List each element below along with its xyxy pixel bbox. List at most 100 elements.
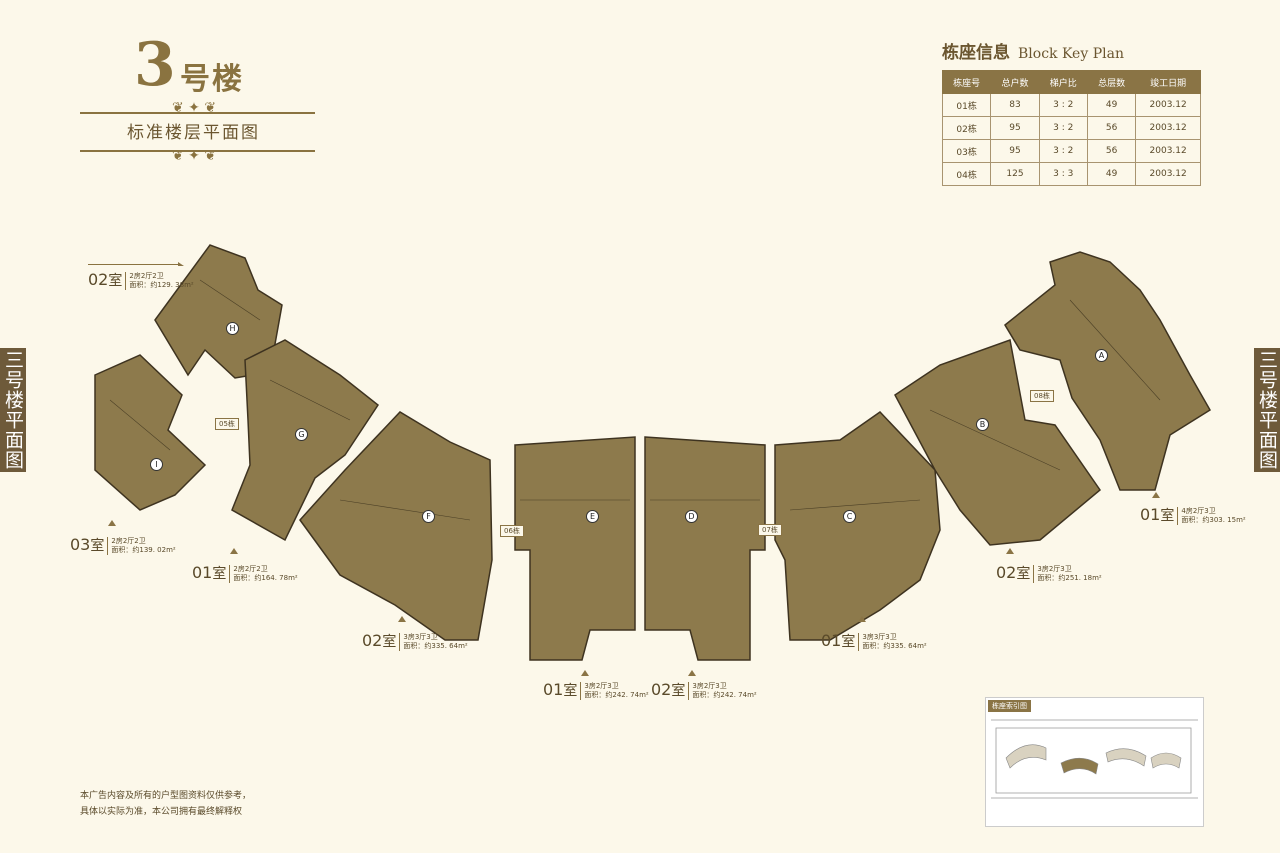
table-cell: 3 : 2 <box>1038 139 1088 163</box>
table-cell: 2003.12 <box>1135 162 1201 186</box>
block-key-title-en: Block Key Plan <box>1018 46 1124 62</box>
disclaimer-line: 本广告内容及所有的户型图资料仅供参考， <box>80 791 252 801</box>
table-cell: 2003.12 <box>1135 93 1201 117</box>
unit-room: 01 <box>821 631 842 650</box>
plan-wall <box>929 409 1061 471</box>
unit-suffix: 室 <box>841 634 856 650</box>
plan-unit-g <box>231 339 380 542</box>
plan-wall <box>109 399 171 451</box>
table-cell: 83 <box>990 93 1040 117</box>
table-cell: 49 <box>1086 162 1137 186</box>
unit-layout: 3房2厅3卫 <box>584 682 619 690</box>
unit-letter-a: A <box>1095 349 1108 362</box>
unit-desc: 3房2厅3卫面积：约242. 74m² <box>580 682 649 700</box>
table-cell: 49 <box>1086 93 1137 117</box>
plan-wall <box>339 499 471 521</box>
unit-desc: 3房2厅3卫面积：约242. 74m² <box>688 682 757 700</box>
arrow-icon <box>178 262 184 266</box>
site-index-plan: 栋座索引图 <box>985 697 1204 827</box>
triangle-icon <box>398 616 406 622</box>
unit-room: 02 <box>362 631 383 650</box>
block-label-06: 06栋 <box>500 525 524 537</box>
triangle-icon <box>858 616 866 622</box>
unit-layout: 2房2厅2卫 <box>129 272 164 280</box>
unit-letter-e: E <box>586 510 599 523</box>
unit-letter-c: C <box>843 510 856 523</box>
table-cell: 2003.12 <box>1135 116 1201 140</box>
unit-desc: 3房3厅3卫面积：约335. 64m² <box>399 633 468 651</box>
unit-suffix: 室 <box>671 683 686 699</box>
table-row: 02栋 95 3 : 2 56 2003.12 <box>941 116 1201 140</box>
unit-suffix: 室 <box>90 538 105 554</box>
unit-layout: 3房2厅3卫 <box>692 682 727 690</box>
unit-suffix: 室 <box>108 273 123 289</box>
site-building <box>1005 744 1047 769</box>
unit-letter-h: H <box>226 322 239 335</box>
col-header: 总户数 <box>990 70 1040 94</box>
unit-letter-f: F <box>422 510 435 523</box>
table-cell: 3 : 2 <box>1038 116 1088 140</box>
unit-letter-g: G <box>295 428 308 441</box>
unit-layout: 3房3厅3卫 <box>403 633 438 641</box>
unit-letter-b: B <box>976 418 989 431</box>
page-title: 号楼 <box>180 62 244 97</box>
disclaimer: 本广告内容及所有的户型图资料仅供参考， 具体以实际为准，本公司拥有最终解释权 <box>80 788 251 820</box>
unit-area: 面积：约242. 74m² <box>584 691 649 699</box>
unit-area: 面积：约242. 74m² <box>692 691 757 699</box>
triangle-icon <box>1006 548 1014 554</box>
block-label-07: 07栋 <box>758 524 782 536</box>
table-row: 01栋 83 3 : 2 49 2003.12 <box>941 93 1201 117</box>
plan-unit-b <box>894 338 1102 546</box>
plan-unit-h <box>154 244 283 379</box>
table-cell: 04栋 <box>941 162 992 186</box>
table-row: 04栋 125 3 : 3 49 2003.12 <box>941 162 1201 186</box>
unit-room: 01 <box>1140 505 1161 524</box>
unit-area: 面积：约251. 18m² <box>1037 574 1102 582</box>
side-tab-right: 三号楼平面图 <box>1254 348 1280 472</box>
unit-letter-d: D <box>685 510 698 523</box>
plan-wall <box>789 499 921 511</box>
unit-rule <box>88 264 178 265</box>
triangle-icon <box>108 520 116 526</box>
table-cell: 125 <box>990 162 1040 186</box>
unit-room: 02 <box>651 680 672 699</box>
disclaimer-line: 具体以实际为准，本公司拥有最终解释权 <box>80 807 243 817</box>
block-key-table: 栋座号 总户数 梯户比 总层数 竣工日期 01栋 83 3 : 2 49 200… <box>941 70 1201 186</box>
site-boundary <box>995 727 1192 794</box>
unit-area: 面积：约335. 64m² <box>862 642 927 650</box>
unit-layout: 4房2厅3卫 <box>1181 507 1216 515</box>
building-number: 3 <box>134 30 176 100</box>
unit-area: 面积：约139. 02m² <box>111 546 176 554</box>
plan-wall <box>269 379 351 421</box>
plan-unit-a <box>1004 251 1212 491</box>
page-subtitle: 标准楼层平面图 <box>127 123 260 143</box>
unit-area: 面积：约129. 38m² <box>129 281 194 289</box>
col-header: 总层数 <box>1086 70 1137 94</box>
unit-room: 01 <box>543 680 564 699</box>
table-cell: 56 <box>1086 116 1137 140</box>
triangle-icon <box>581 670 589 676</box>
title-rule-bottom <box>80 150 315 152</box>
unit-layout: 3房2厅3卫 <box>1037 565 1072 573</box>
plan-wall <box>199 279 261 321</box>
col-header: 栋座号 <box>941 70 992 94</box>
plan-unit-c <box>774 411 941 641</box>
plan-unit-f <box>299 411 493 641</box>
site-map-drawing <box>991 719 1198 799</box>
unit-layout: 2房2厅2卫 <box>233 565 268 573</box>
unit-room: 01 <box>192 563 213 582</box>
table-cell: 02栋 <box>941 116 992 140</box>
unit-suffix: 室 <box>1160 508 1175 524</box>
unit-suffix: 室 <box>1016 566 1031 582</box>
unit-suffix: 室 <box>212 566 227 582</box>
unit-suffix: 室 <box>382 634 397 650</box>
plan-wall <box>1069 299 1161 401</box>
unit-letter-i: I <box>150 458 163 471</box>
